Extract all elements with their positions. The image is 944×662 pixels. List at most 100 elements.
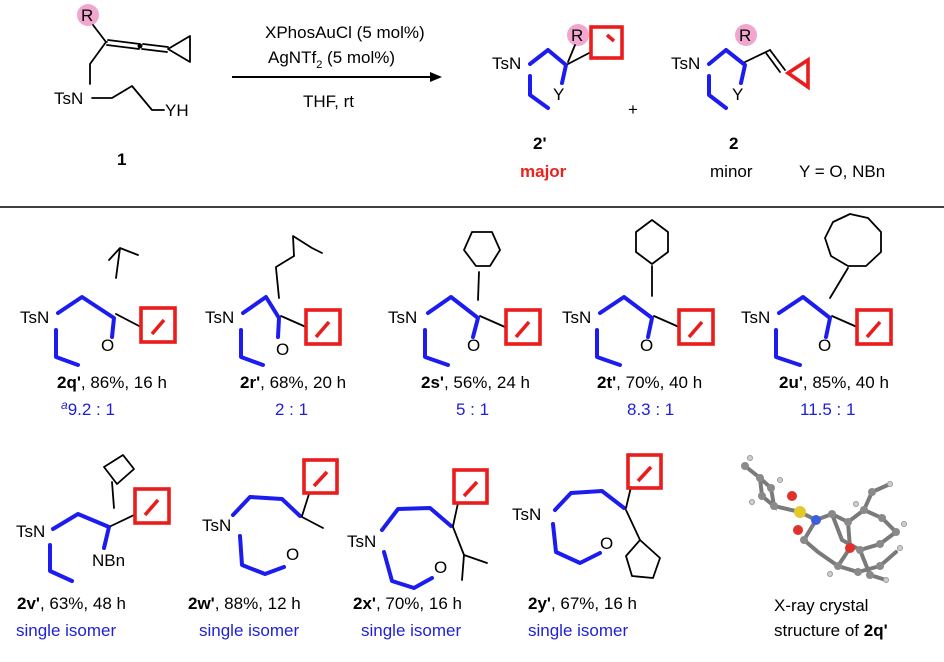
xray-atoms — [741, 455, 907, 583]
atom-o: O — [434, 558, 447, 577]
yield-time: , 67%, 16 h — [551, 594, 637, 613]
compound-id: 2s' — [421, 373, 444, 392]
ratio-label: 2 : 1 — [275, 400, 308, 419]
xray-caption-prefix: structure of — [774, 621, 864, 640]
compound-id: 2q' — [57, 373, 81, 392]
ratio-label: a9.2 : 1 — [61, 398, 115, 419]
atom-tsn: TsN — [512, 505, 541, 524]
product-minor: R TsN Y 2 minor — [671, 24, 810, 181]
product-label: 2r', 68%, 20 h — [240, 373, 346, 392]
atom-tsn: TsN — [20, 308, 49, 327]
compound-2q: TsN O 2q', 86%, 16 h a9.2 : 1 — [20, 247, 177, 419]
additive-tail: (5 mol%) — [322, 48, 395, 67]
compound-2s: TsN O 2s', 56%, 24 h 5 : 1 — [388, 231, 542, 419]
substrate-tsn: TsN — [54, 89, 83, 108]
atom-o: O — [640, 336, 653, 355]
yield-time: , 70%, 16 h — [376, 594, 462, 613]
compound-2v: TsN NBn 2v', 63%, 48 h single isomer — [16, 454, 171, 640]
compound-id: 2u' — [779, 373, 803, 392]
compound-id: 2y' — [528, 594, 551, 613]
compound-id: 2x' — [353, 594, 376, 613]
atom-nbn: NBn — [92, 551, 125, 570]
xray-caption-line1: X-ray crystal — [774, 596, 868, 615]
ratio-label: single isomer — [16, 621, 116, 640]
r-group-label: R — [739, 26, 751, 45]
xray-compound-id: 2q' — [864, 621, 888, 640]
major-number: 2' — [533, 134, 547, 153]
conditions-label: THF, rt — [303, 92, 354, 111]
atom-tsn: TsN — [388, 308, 417, 327]
r-group-highlight — [735, 24, 757, 46]
r-group-label: R — [571, 26, 583, 45]
r-group-highlight — [567, 24, 589, 46]
yield-time: , 70%, 40 h — [616, 373, 702, 392]
ratio-label: 8.3 : 1 — [627, 400, 674, 419]
product-label: 2x', 70%, 16 h — [353, 594, 462, 613]
atom-tsn: TsN — [562, 308, 591, 327]
major-label: major — [520, 162, 567, 181]
ratio-value: 9.2 : 1 — [68, 400, 115, 419]
atom-tsn: TsN — [347, 532, 376, 551]
ratio-label: single isomer — [528, 621, 628, 640]
xray-crystal-structure: X-ray crystal structure of 2q' — [741, 455, 907, 640]
atom-o: O — [467, 336, 480, 355]
compound-2y: TsN O 2y', 67%, 16 h single isomer — [512, 453, 663, 640]
compound-2w: TsN O 2w', 88%, 12 h single isomer — [188, 458, 339, 640]
product-major: R TsN Y 2' major — [492, 24, 624, 181]
xray-caption-line2: structure of 2q' — [774, 621, 888, 640]
yield-time: , 68%, 20 h — [260, 373, 346, 392]
minor-number: 2 — [729, 134, 738, 153]
ratio-label: single isomer — [199, 621, 299, 640]
compound-id: 2w' — [188, 594, 215, 613]
r-group-highlight — [77, 4, 99, 26]
ring-y: Y — [732, 85, 743, 104]
yield-time: , 56%, 24 h — [444, 373, 530, 392]
ratio-label: 11.5 : 1 — [800, 400, 855, 419]
catalyst-label: XPhosAuCl (5 mol%) — [265, 23, 425, 42]
substrate-number: 1 — [117, 150, 126, 169]
atom-tsn: TsN — [741, 308, 770, 327]
compound-2t: TsN O 2t', 70%, 40 h 8.3 : 1 — [562, 219, 715, 419]
atom-o: O — [600, 534, 613, 553]
compound-id: 2t' — [597, 373, 616, 392]
r-group-label: R — [81, 6, 93, 25]
ring-tsn: TsN — [671, 54, 700, 73]
yield-time: , 86%, 16 h — [81, 373, 167, 392]
xray-bonds — [743, 464, 900, 582]
yield-time: , 88%, 12 h — [215, 594, 301, 613]
product-label: 2y', 67%, 16 h — [528, 594, 637, 613]
compound-id: 2r' — [240, 373, 260, 392]
atom-o: O — [818, 336, 831, 355]
footnote-marker: a — [61, 398, 68, 412]
ring-tsn: TsN — [492, 54, 521, 73]
compound-2x: TsN O 2x', 70%, 16 h single isomer — [347, 468, 489, 640]
atom-tsn: TsN — [202, 516, 231, 535]
yield-time: , 63%, 48 h — [40, 594, 126, 613]
additive-main: AgNTf — [268, 48, 316, 67]
minor-label: minor — [710, 162, 753, 181]
atom-tsn: TsN — [16, 522, 45, 541]
product-label: 2u', 85%, 40 h — [779, 373, 889, 392]
atom-o: O — [286, 545, 299, 564]
additive-subscript: 2 — [316, 59, 322, 71]
substrate-1: R TsN YH 1 — [54, 4, 191, 169]
product-label: 2q', 86%, 16 h — [57, 373, 167, 392]
atom-o: O — [276, 340, 289, 359]
atom-o: O — [101, 336, 114, 355]
product-label: 2w', 88%, 12 h — [188, 594, 301, 613]
plus-sign: + — [628, 100, 638, 119]
substrate-yh: YH — [165, 101, 189, 120]
y-definition: Y = O, NBn — [799, 162, 885, 181]
reaction-arrow-group: XPhosAuCl (5 mol%) AgNTf2 (5 mol%) THF, … — [232, 23, 442, 111]
product-label: 2s', 56%, 24 h — [421, 373, 530, 392]
ratio-label: single isomer — [361, 621, 461, 640]
product-label: 2v', 63%, 48 h — [17, 594, 126, 613]
compound-2u: TsN O 2u', 85%, 40 h 11.5 : 1 — [741, 213, 893, 419]
ring-y: Y — [553, 85, 564, 104]
yield-time: , 85%, 40 h — [803, 373, 889, 392]
atom-tsn: TsN — [205, 308, 234, 327]
ratio-label: 5 : 1 — [456, 400, 489, 419]
product-label: 2t', 70%, 40 h — [597, 373, 702, 392]
additive-label: AgNTf2 (5 mol%) — [268, 48, 395, 71]
